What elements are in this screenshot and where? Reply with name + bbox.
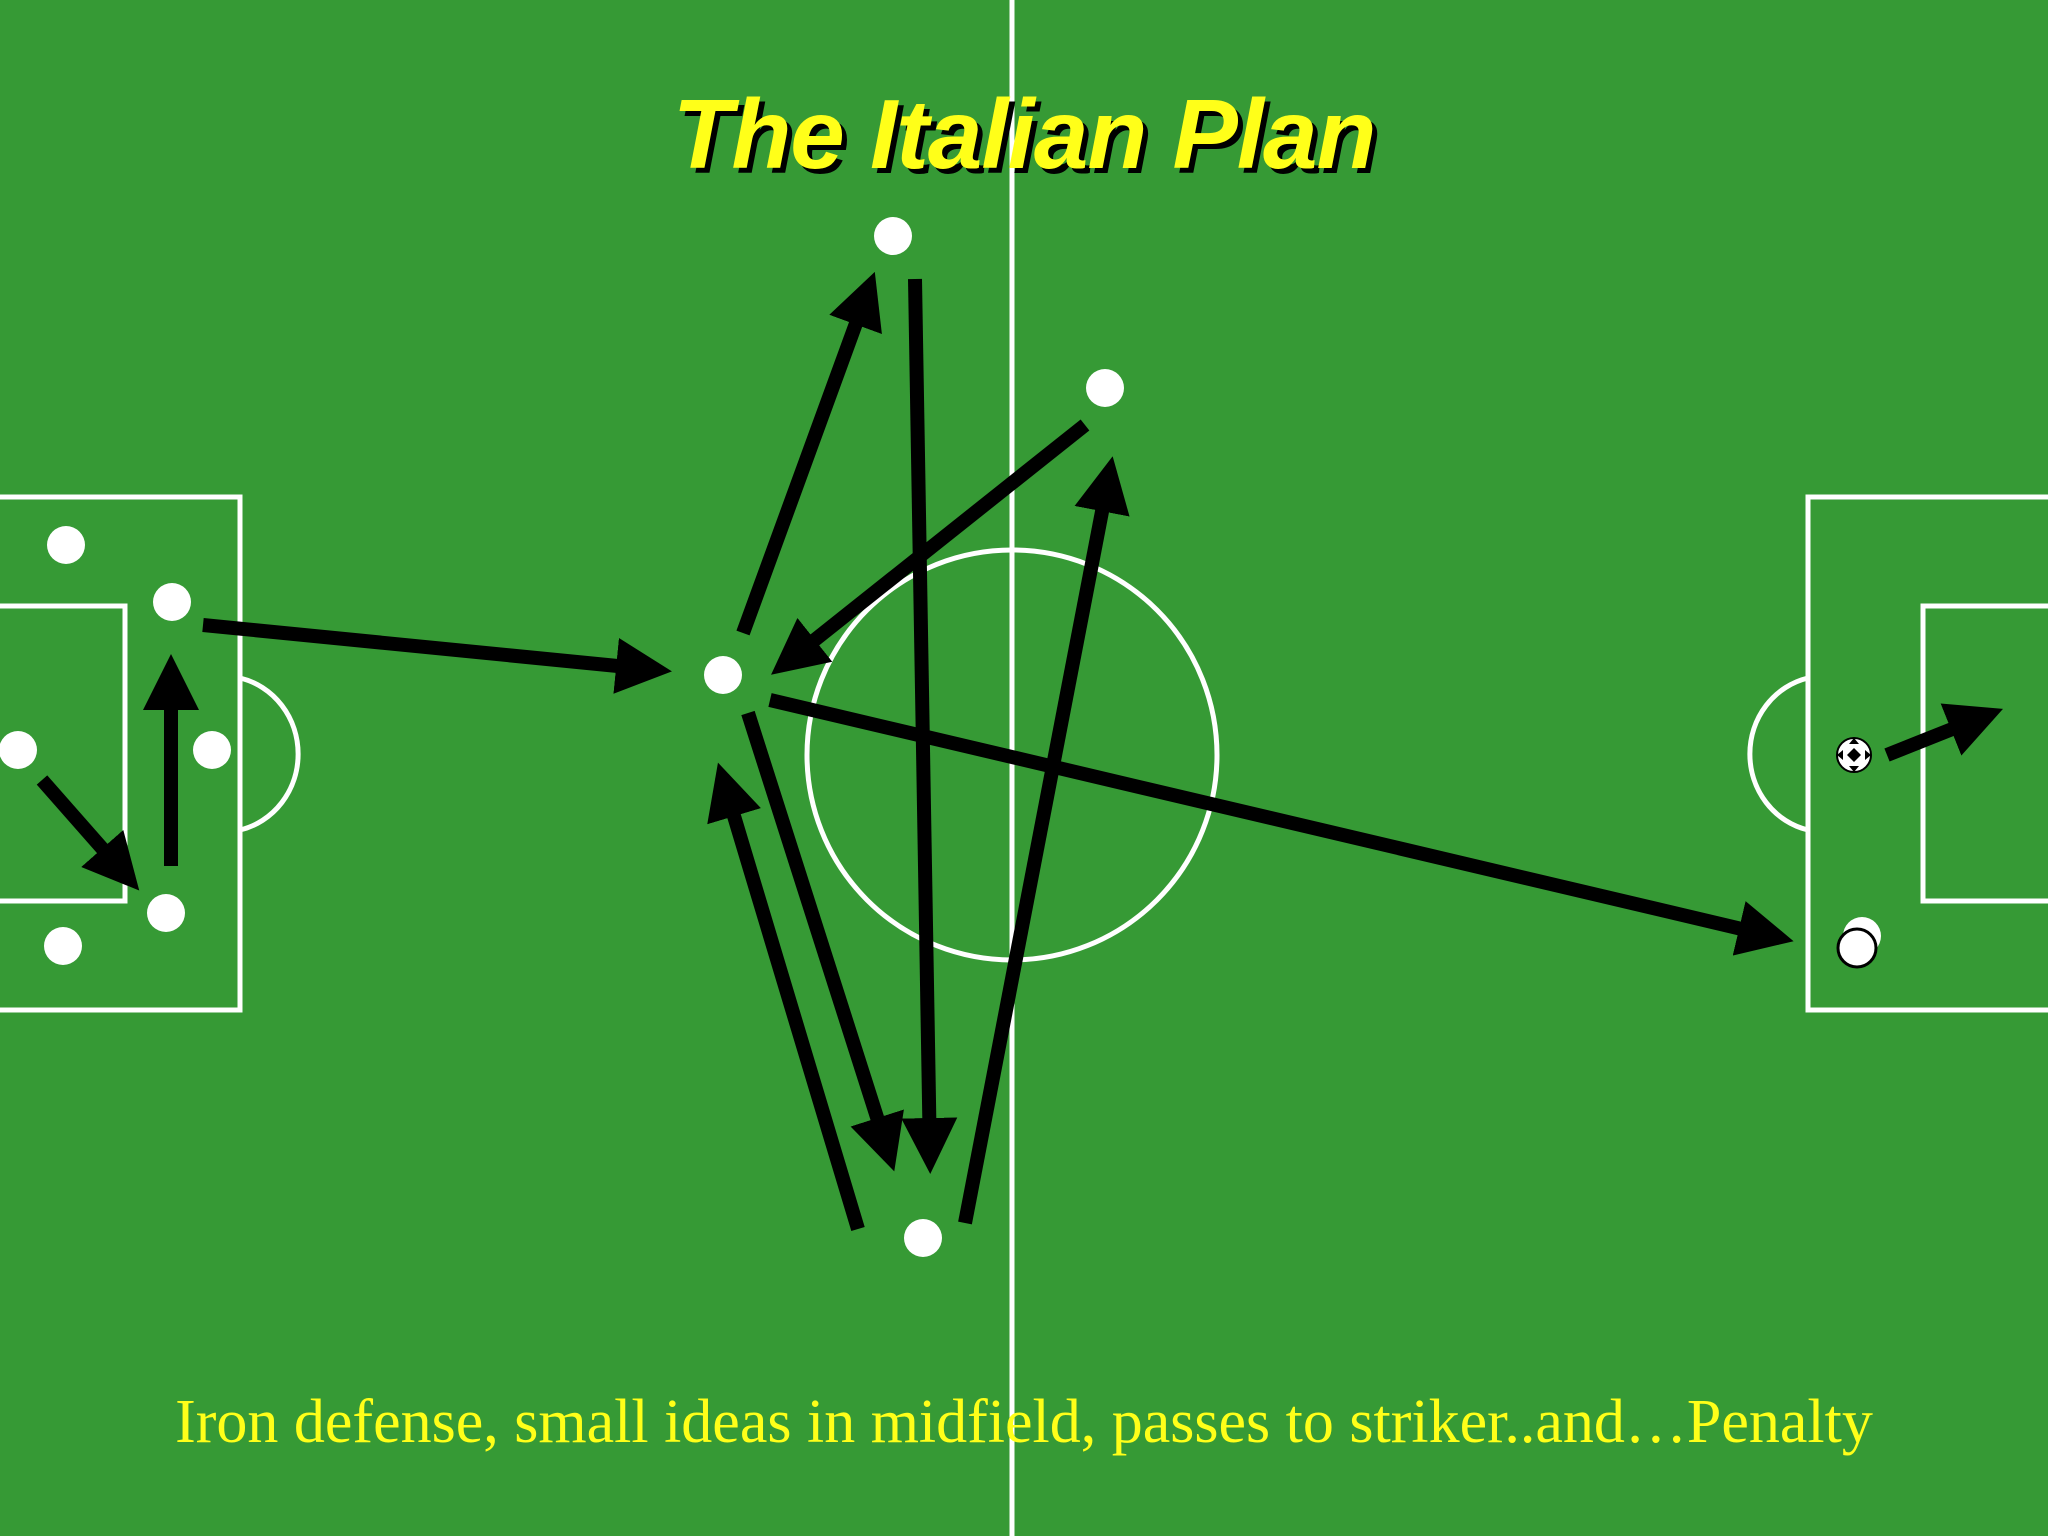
- soccer-ball-icon: [1836, 737, 1872, 773]
- player-dot: [47, 526, 85, 564]
- player-dot: [904, 1219, 942, 1257]
- pass-arrow: [707, 762, 865, 1232]
- right-goal-area: [1920, 603, 2048, 904]
- player-dot: [704, 656, 742, 694]
- player-dot: [1836, 927, 1878, 969]
- player-dot: [1086, 369, 1124, 407]
- player-dot: [874, 217, 912, 255]
- pass-arrow: [202, 618, 672, 694]
- right-penalty-arc: [1747, 675, 1809, 833]
- player-dot: [153, 583, 191, 621]
- pass-arrow: [1884, 703, 2004, 762]
- pass-arrow: [901, 278, 958, 1174]
- pass-arrow: [958, 456, 1130, 1225]
- player-dot: [147, 894, 185, 932]
- pass-arrow: [768, 693, 1794, 956]
- players: [0, 217, 1881, 1257]
- pass-arrow: [741, 710, 904, 1172]
- pass-arrow: [736, 271, 882, 636]
- player-dot: [44, 927, 82, 965]
- pass-arrows: [36, 271, 2004, 1232]
- player-dot: [0, 731, 37, 769]
- slide-title: The Italian Plan: [672, 79, 1377, 189]
- pass-arrow: [771, 419, 1090, 675]
- right-penalty-area: [1805, 494, 2048, 1013]
- left-penalty-area: [0, 494, 243, 1013]
- player-dot: [193, 731, 231, 769]
- left-goal-area: [0, 603, 128, 904]
- slide-caption: Iron defense, small ideas in midfield, p…: [175, 1388, 1873, 1456]
- pass-arrow: [36, 775, 140, 891]
- left-penalty-arc: [239, 675, 301, 833]
